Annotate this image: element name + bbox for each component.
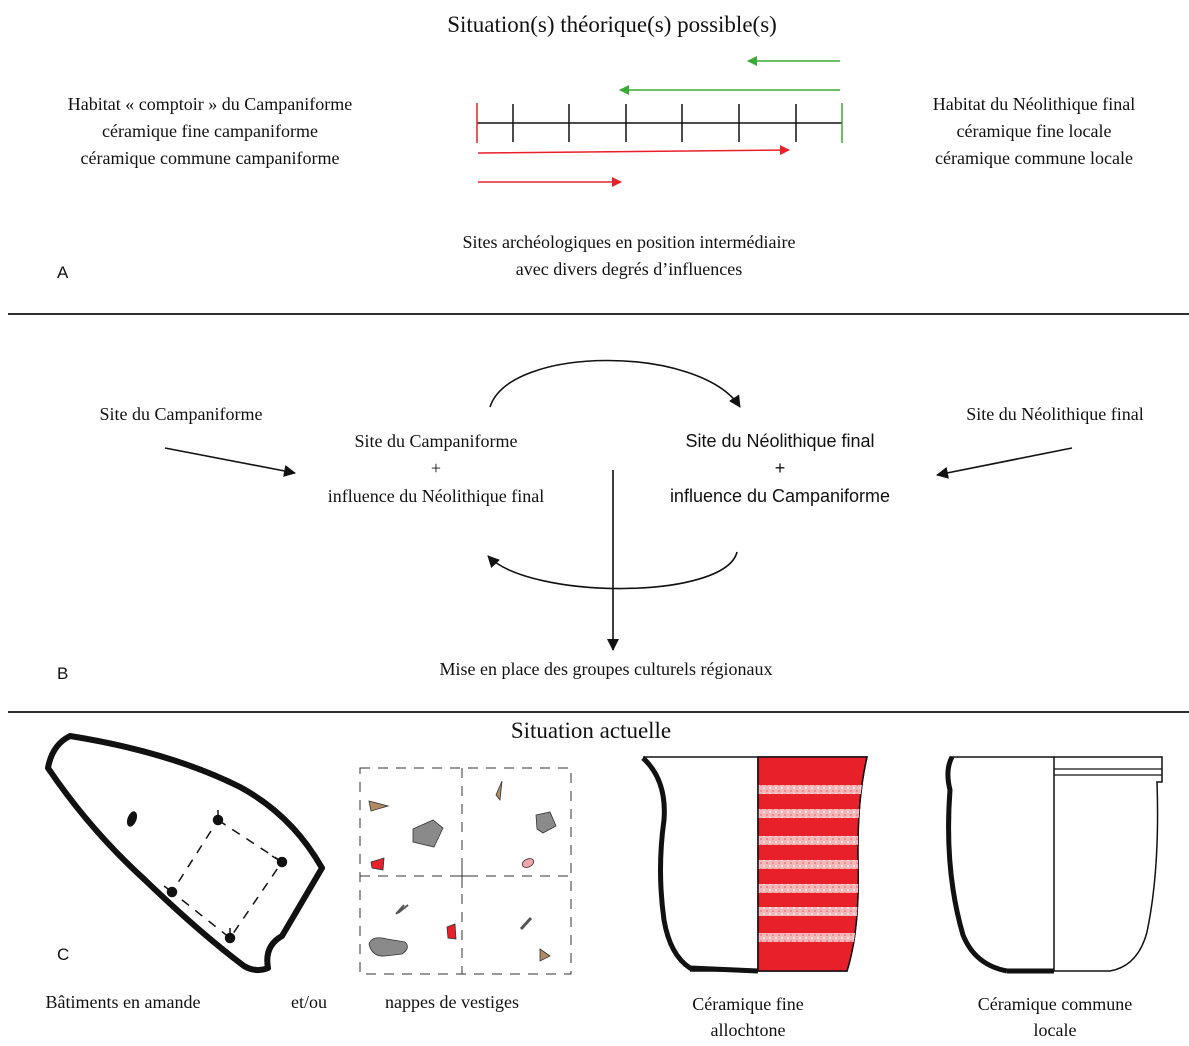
almond-building-wall [45, 733, 325, 974]
pink-fragment [521, 858, 535, 868]
common-ceramic-pot [945, 755, 1163, 974]
caption-commune-2: locale [1034, 1020, 1077, 1040]
curved-arrow-bottom [487, 551, 738, 590]
caption-nappes: nappes de vestiges [385, 992, 519, 1012]
red-fragment [370, 857, 385, 871]
section-b: Site du Campaniforme Site du Néolithique… [57, 359, 1144, 683]
grid-outline [359, 767, 572, 975]
neolithique-inner-line-1: Site du Néolithique final [685, 431, 874, 451]
caption-commune-1: Céramique commune [978, 994, 1132, 1014]
neolithique-common-ceramic-label: céramique commune locale [935, 148, 1133, 168]
red-arrow-long [477, 145, 790, 156]
grey-fragment [412, 819, 444, 848]
tan-fragment [539, 948, 551, 962]
section-a: Situation(s) théorique(s) possible(s) Ha… [57, 12, 1135, 282]
regional-groups-label: Mise en place des groupes culturels régi… [440, 659, 773, 679]
section-c-letter: C [57, 945, 69, 964]
pot-left-profile [945, 755, 1008, 974]
campaniforme-inner-line-3: influence du Néolithique final [328, 486, 544, 506]
tan-fragment [495, 780, 503, 802]
bone-fragment [395, 904, 409, 915]
neolithique-fine-ceramic-label: céramique fine locale [957, 121, 1112, 141]
site-campaniforme-outer: Site du Campaniforme [100, 404, 263, 424]
campaniforme-common-ceramic-label: céramique commune campaniforme [81, 148, 340, 168]
section-b-letter: B [57, 664, 68, 683]
beaker-left-profile [641, 756, 759, 974]
beaker-stripes [758, 785, 867, 942]
caption-batiments: Bâtiments en amande [46, 992, 201, 1012]
section-c: Situation actuelle C [45, 718, 1163, 1040]
section-a-letter: A [57, 263, 69, 282]
remains-fragments [368, 780, 557, 962]
grey-fragment [535, 811, 557, 834]
fine-ceramic-beaker [641, 756, 868, 974]
section-c-title: Situation actuelle [511, 718, 671, 743]
post-hole [126, 811, 138, 827]
campaniforme-fine-ceramic-label: céramique fine campaniforme [102, 121, 318, 141]
scale-ticks [512, 104, 797, 142]
caption-etou: et/ou [291, 992, 327, 1012]
grey-fragment [368, 937, 408, 957]
caption-fine-2: allochtone [711, 1020, 786, 1040]
section-a-title: Situation(s) théorique(s) possible(s) [447, 12, 777, 37]
tan-fragment [368, 800, 390, 812]
intermediate-sites-label-1: Sites archéologiques en position intermé… [463, 232, 796, 252]
post-markers [163, 810, 288, 944]
campaniforme-inner-line-1: Site du Campaniforme [355, 431, 518, 451]
bone-fragment [519, 916, 533, 931]
campaniforme-inner-plus: + [431, 458, 441, 478]
red-fragment [446, 923, 457, 940]
almond-building-plan [45, 733, 325, 974]
neolithique-inner-line-3: influence du Campaniforme [670, 486, 890, 506]
dashed-structure [171, 818, 284, 940]
caption-fine-1: Céramique fine [692, 994, 803, 1014]
neolithique-inner-plus: + [775, 458, 786, 478]
pot-outline [950, 756, 1163, 972]
neolithique-habitat-label: Habitat du Néolithique final [933, 94, 1135, 114]
campaniforme-habitat-label: Habitat « comptoir » du Campaniforme [68, 94, 352, 114]
curved-arrow-top [489, 359, 741, 408]
site-neolithique-outer: Site du Néolithique final [966, 404, 1143, 424]
remains-grid [359, 767, 572, 975]
arrow-neolithique-in [936, 447, 1073, 479]
arrow-campaniforme-in [164, 447, 296, 477]
intermediate-sites-label-2: avec divers degrés d’influences [516, 259, 742, 279]
